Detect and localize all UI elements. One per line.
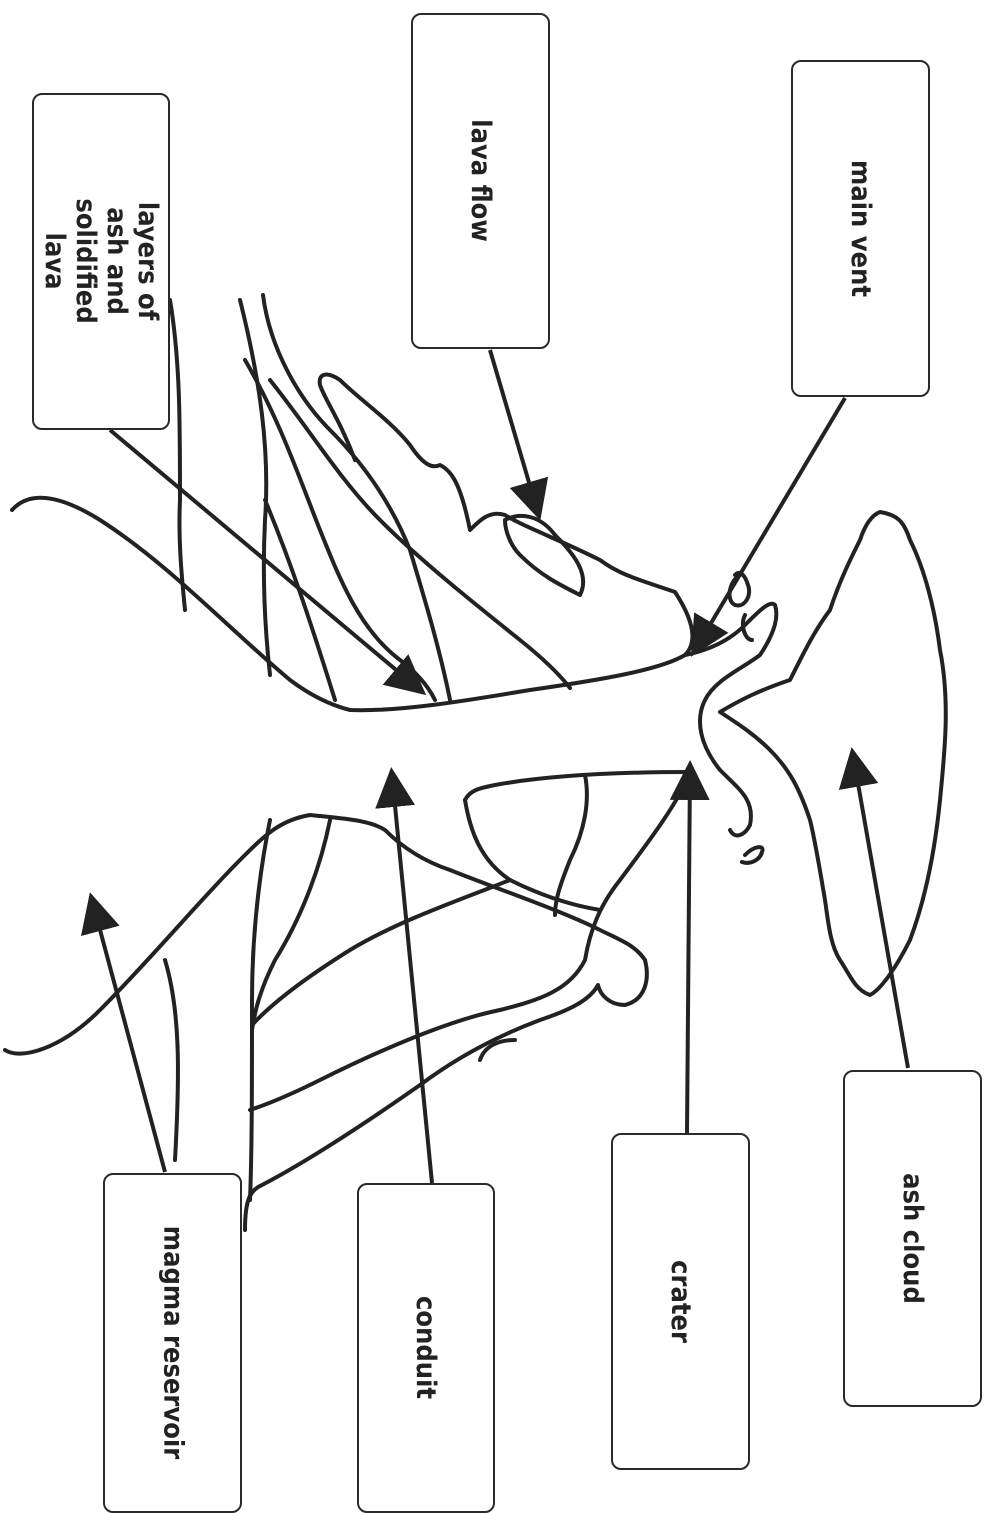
label-box-conduit: conduit — [357, 1183, 495, 1513]
volcano-lower-flank — [3, 813, 649, 1232]
vent-bubble-2 — [741, 613, 754, 642]
lower-contour-1 — [463, 770, 692, 802]
arrow-lava-flow — [488, 349, 549, 521]
lower-contour-6 — [250, 818, 332, 1032]
volcano-upper-flank — [10, 372, 695, 713]
label-box-ash-cloud: ash cloud — [843, 1070, 982, 1407]
label-box-layers: layers of ash and solidified lava — [32, 93, 170, 430]
label-conduit: conduit — [410, 1296, 442, 1400]
upper-contour-2 — [238, 298, 272, 677]
lower-contour-5 — [250, 878, 512, 1027]
arrow-ash-cloud — [838, 747, 910, 1069]
label-crater: crater — [665, 1260, 697, 1343]
arrow-layers — [108, 428, 427, 696]
arrow-main-vent — [690, 396, 847, 657]
lava-flow-lobe — [503, 513, 586, 597]
label-layers: layers of ash and solidified lava — [38, 198, 164, 325]
vent-bubble-3 — [740, 845, 765, 865]
arrow-conduit — [375, 767, 434, 1184]
label-box-magma-reservoir: magma reservoir — [103, 1173, 242, 1513]
label-box-main-vent: main vent — [791, 60, 930, 397]
label-main-vent: main vent — [845, 159, 877, 297]
label-box-lava-flow: lava flow — [411, 13, 550, 349]
lower-contour-2 — [463, 798, 602, 912]
label-ash-cloud: ash cloud — [897, 1173, 929, 1304]
upper-contour-4 — [243, 358, 437, 702]
label-magma-reservoir: magma reservoir — [157, 1226, 189, 1460]
lower-contour-7 — [248, 818, 272, 1202]
lower-contour-8 — [163, 958, 180, 1162]
upper-contour-5 — [268, 378, 572, 690]
lower-flow-curl — [478, 1038, 517, 1062]
ash-cloud-shape — [718, 510, 948, 997]
upper-contour-6 — [263, 498, 337, 702]
label-lava-flow: lava flow — [465, 119, 497, 243]
label-box-crater: crater — [611, 1133, 750, 1470]
lower-contour-4 — [553, 773, 589, 917]
upper-contour-3 — [261, 293, 452, 702]
upper-contour-1 — [168, 298, 187, 612]
arrow-magma-reservoir — [80, 892, 167, 1173]
lower-contour-3 — [248, 770, 692, 1112]
arrow-crater — [669, 760, 710, 1134]
crater-rim — [683, 601, 779, 838]
